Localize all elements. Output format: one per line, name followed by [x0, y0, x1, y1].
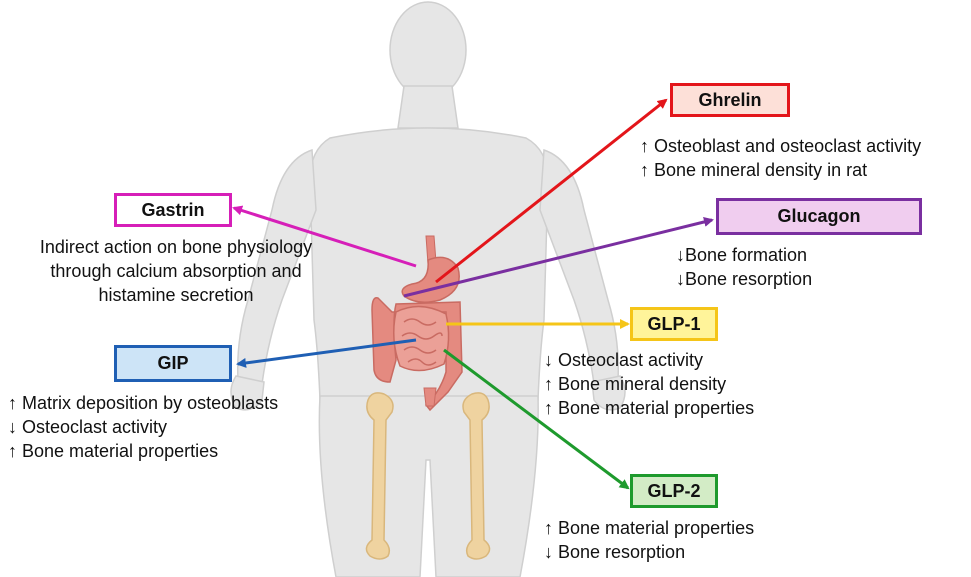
glp2-box: GLP-2: [630, 474, 718, 508]
glucagon-effects: ↓Bone formation ↓Bone resorption: [676, 243, 812, 291]
legs: [319, 396, 538, 577]
glp1-label: GLP-1: [647, 314, 700, 335]
gip-effect-3: ↑ Bone material properties: [8, 439, 278, 463]
glp1-box: GLP-1: [630, 307, 718, 341]
gastrin-effect-2: through calcium absorption and: [6, 259, 346, 283]
ghrelin-effect-2: ↑ Bone mineral density in rat: [640, 158, 921, 182]
glp1-effect-2: ↑ Bone mineral density: [544, 372, 754, 396]
gip-effects: ↑ Matrix deposition by osteoblasts ↓ Ost…: [8, 391, 278, 463]
ghrelin-box: Ghrelin: [670, 83, 790, 117]
gastrin-effects: Indirect action on bone physiology throu…: [6, 235, 346, 307]
rectum: [424, 388, 436, 406]
ghrelin-effect-1: ↑ Osteoblast and osteoclast activity: [640, 134, 921, 158]
head: [390, 2, 466, 98]
gip-effect-1: ↑ Matrix deposition by osteoblasts: [8, 391, 278, 415]
gastrin-label: Gastrin: [141, 200, 204, 221]
glp2-effects: ↑ Bone material properties ↓ Bone resorp…: [544, 516, 754, 564]
glucagon-effect-1: ↓Bone formation: [676, 243, 812, 267]
ghrelin-effects: ↑ Osteoblast and osteoclast activity ↑ B…: [640, 134, 921, 182]
glp1-effects: ↓ Osteoclast activity ↑ Bone mineral den…: [544, 348, 754, 420]
ghrelin-label: Ghrelin: [698, 90, 761, 111]
glp2-effect-1: ↑ Bone material properties: [544, 516, 754, 540]
glucagon-effect-2: ↓Bone resorption: [676, 267, 812, 291]
gastrin-box: Gastrin: [114, 193, 232, 227]
gastrin-effect-3: histamine secretion: [6, 283, 346, 307]
glp2-label: GLP-2: [647, 481, 700, 502]
glp2-effect-2: ↓ Bone resorption: [544, 540, 754, 564]
glucagon-label: Glucagon: [777, 206, 860, 227]
gip-label: GIP: [157, 353, 188, 374]
gip-box: GIP: [114, 345, 232, 382]
neck: [398, 86, 458, 128]
glp1-effect-3: ↑ Bone material properties: [544, 396, 754, 420]
glucagon-box: Glucagon: [716, 198, 922, 235]
glp1-effect-1: ↓ Osteoclast activity: [544, 348, 754, 372]
gastrin-effect-1: Indirect action on bone physiology: [6, 235, 346, 259]
gip-effect-2: ↓ Osteoclast activity: [8, 415, 278, 439]
